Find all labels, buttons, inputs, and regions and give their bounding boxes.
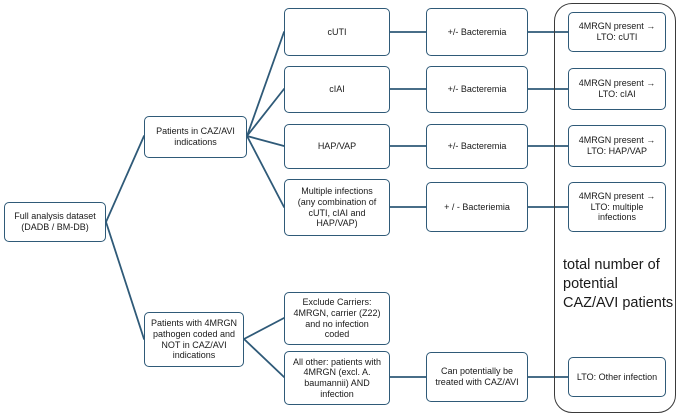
total-potential-patients-frame	[554, 3, 676, 413]
node-all-other-patients: All other: patients with 4MRGN (excl. A.…	[284, 351, 390, 405]
node-lto-hap-vap: 4MRGN present → LTO: HAP/VAP	[568, 125, 666, 167]
edge-mrgn-other	[243, 338, 285, 378]
node-lto-multiple-infections: 4MRGN present → LTO: multiple infections	[568, 182, 666, 232]
node-full-analysis-dataset: Full analysis dataset (DADB / BM-DB)	[4, 202, 106, 242]
node-lto-cuti: 4MRGN present → LTO: cUTI	[568, 12, 666, 52]
edge-mrgn-excl	[243, 317, 285, 340]
edge-root-caz	[105, 135, 145, 223]
edge-caz-ciai	[246, 88, 285, 137]
node-exclude-carriers: Exclude Carriers: 4MRGN, carrier (Z22) a…	[284, 292, 390, 345]
edge-caz-cuti	[246, 31, 285, 137]
edge-root-mrgn	[105, 221, 145, 340]
node-can-be-treated: Can potentially be treated with CAZ/AVI	[426, 352, 528, 402]
node-cuti: cUTI	[284, 8, 390, 56]
node-lto-ciai: 4MRGN present → LTO: cIAI	[568, 68, 666, 110]
node-hap-vap: HAP/VAP	[284, 124, 390, 169]
total-potential-patients-label: total number of potential CAZ/AVI patien…	[563, 257, 674, 311]
node-bacteremia-2: +/- Bacteremia	[426, 66, 528, 113]
node-bacteremia-4: + / - Bacteriemia	[426, 182, 528, 232]
node-ciai: cIAI	[284, 66, 390, 113]
node-bacteremia-1: +/- Bacteremia	[426, 8, 528, 56]
node-multiple-infections: Multiple infections (any combination of …	[284, 179, 390, 236]
node-4mrgn-not-caz-avi: Patients with 4MRGN pathogen coded and N…	[144, 312, 244, 367]
node-caz-avi-indications: Patients in CAZ/AVI indications	[144, 116, 247, 158]
node-bacteremia-3: +/- Bacteremia	[426, 124, 528, 169]
edge-caz-hap	[246, 135, 285, 147]
node-lto-other-infection: LTO: Other infection	[568, 357, 666, 397]
edge-caz-multi	[246, 135, 285, 208]
